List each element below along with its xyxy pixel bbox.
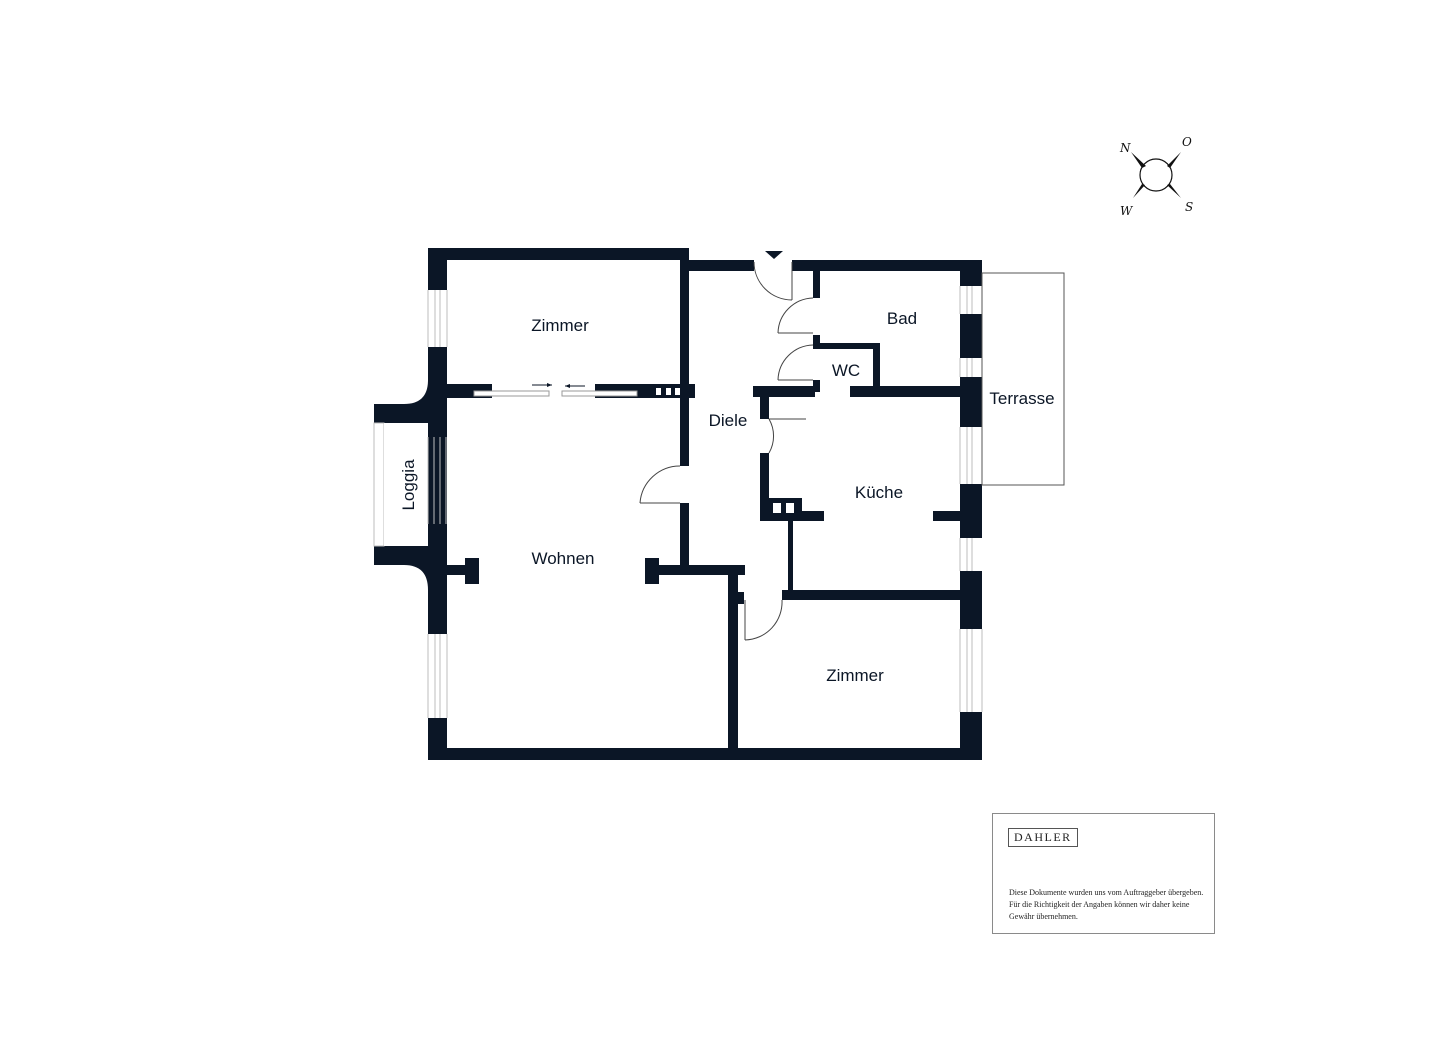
windows bbox=[427, 286, 983, 718]
compass-north: N bbox=[1119, 141, 1131, 155]
compass-east: O bbox=[1182, 135, 1192, 149]
sliding-door bbox=[473, 383, 638, 397]
walls bbox=[428, 248, 982, 760]
loggia-bay bbox=[373, 380, 447, 590]
room-label-zimmer-1: Zimmer bbox=[531, 316, 589, 335]
terrace-outline bbox=[981, 272, 1065, 486]
door-swings bbox=[639, 261, 814, 641]
room-label-terrasse: Terrasse bbox=[989, 389, 1054, 408]
disclaimer-box: DAHLER Diese Dokumente wurden uns vom Au… bbox=[992, 813, 1215, 934]
room-label-wohnen: Wohnen bbox=[531, 549, 594, 568]
room-label-wc: WC bbox=[832, 361, 860, 380]
room-label-bad: Bad bbox=[887, 309, 917, 328]
room-label-loggia: Loggia bbox=[399, 459, 418, 511]
compass-south: S bbox=[1185, 200, 1193, 214]
dahler-logo: DAHLER bbox=[1008, 828, 1078, 847]
entrance-arrow-icon bbox=[765, 251, 783, 259]
room-label-zimmer-2: Zimmer bbox=[826, 666, 884, 685]
room-label-diele: Diele bbox=[709, 411, 748, 430]
compass-west: W bbox=[1120, 204, 1134, 218]
disclaimer-text: Diese Dokumente wurden uns vom Auftragge… bbox=[1009, 888, 1204, 921]
compass-icon: N O S W bbox=[1119, 135, 1193, 218]
room-label-kueche: Küche bbox=[855, 483, 903, 502]
